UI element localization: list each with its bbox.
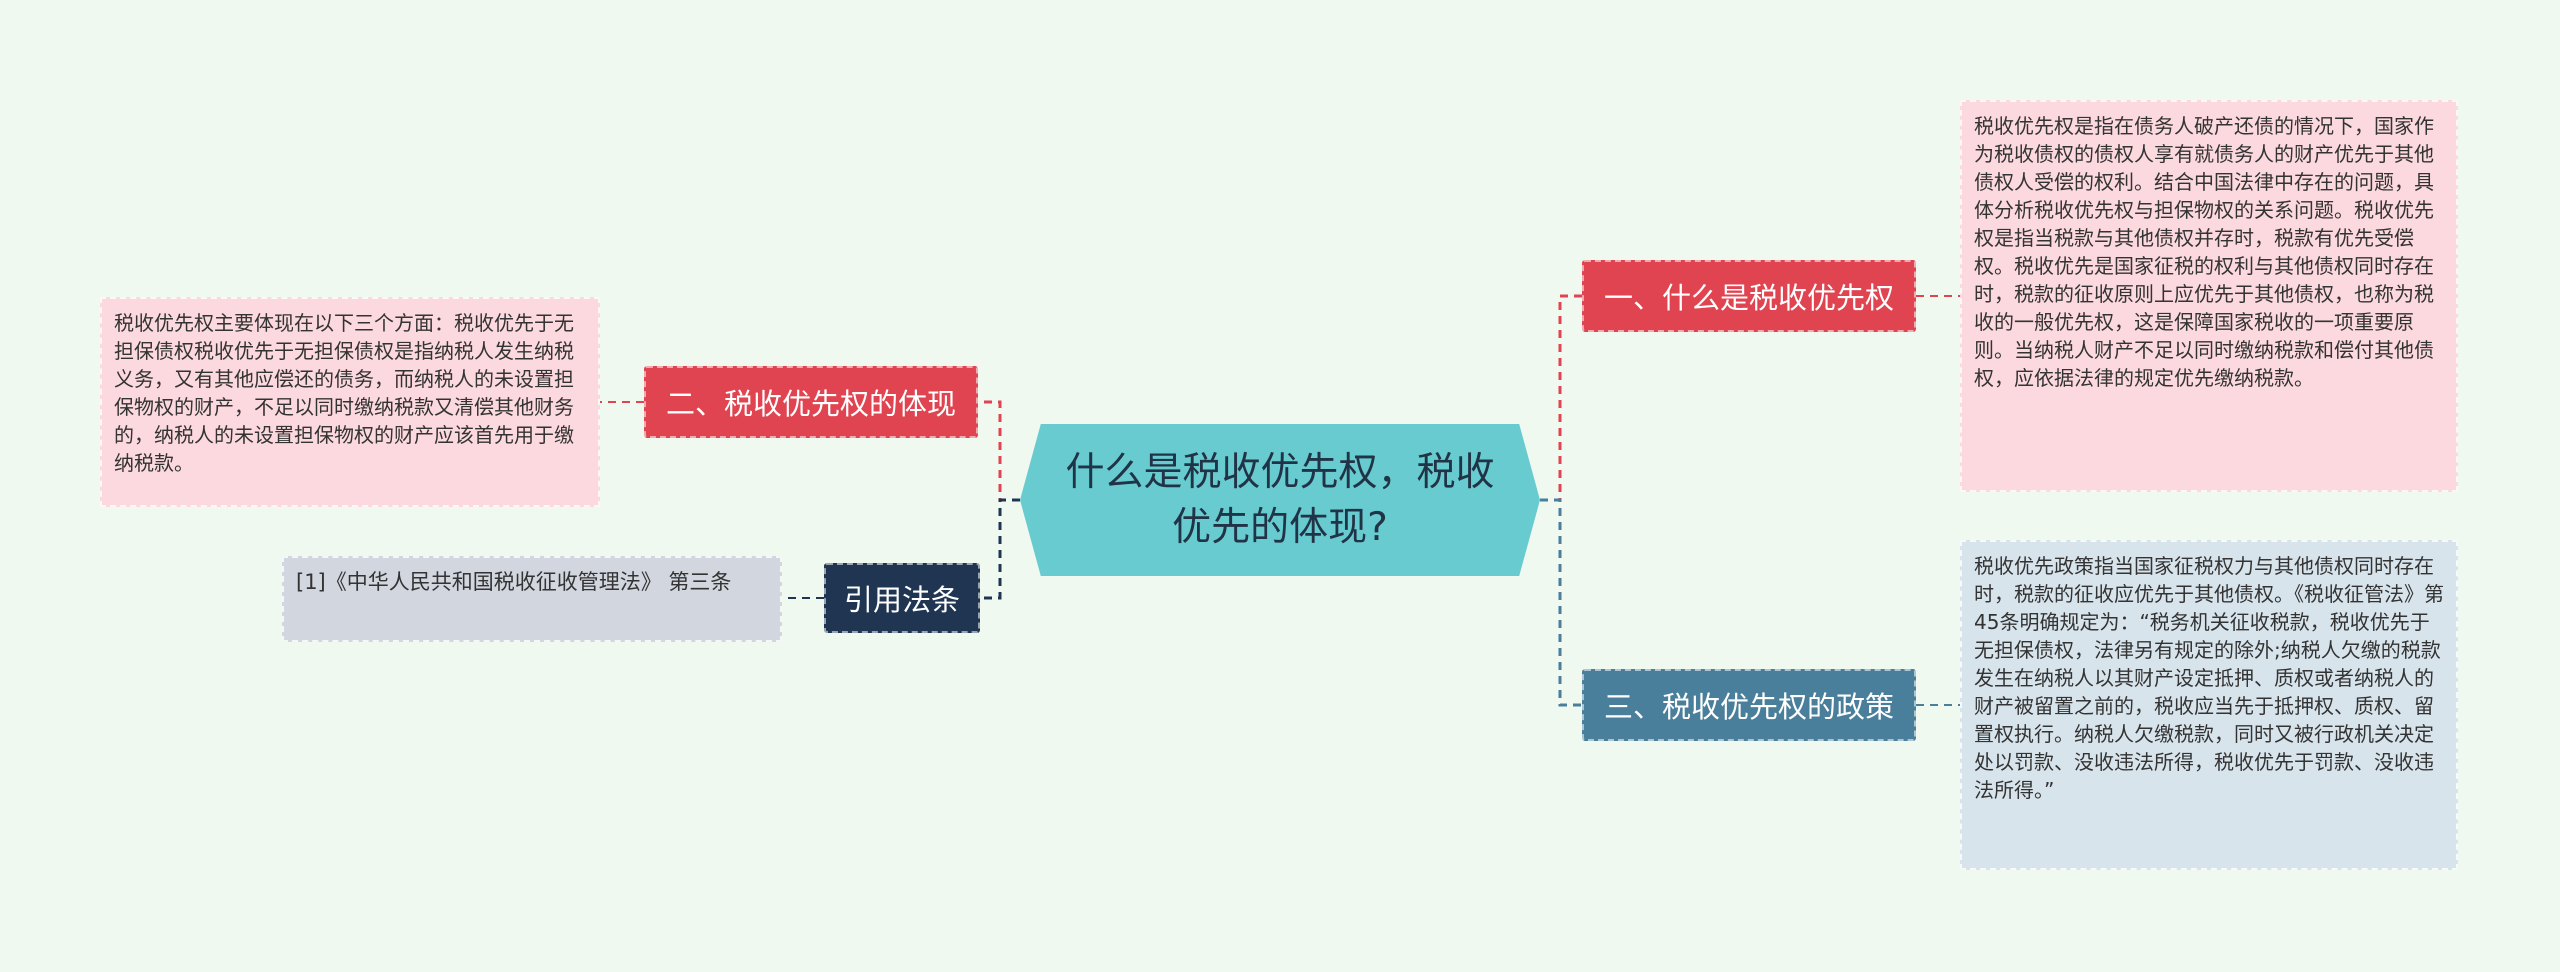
- connector-central-b3: [1540, 498, 1582, 707]
- leaf-law-citation[interactable]: [1]《中华人民共和国税收征收管理法》 第三条: [282, 556, 782, 642]
- connector-central-b2: [978, 400, 1020, 502]
- branch-label: 二、税收优先权的体现: [665, 387, 956, 421]
- central-topic-label: 什么是税收优先权，税收优先的体现?: [1065, 450, 1495, 550]
- branch-cited-law[interactable]: 引用法条: [824, 563, 980, 633]
- branch-what-is-tax-priority[interactable]: 一、什么是税收优先权: [1582, 260, 1916, 332]
- leaf-manifestation-text[interactable]: 税收优先权主要体现在以下三个方面：税收优先于无担保债权税收优先于无担保债权是指纳…: [100, 297, 600, 507]
- branch-label: 一、什么是税收优先权: [1603, 281, 1894, 315]
- connector-central-b4: [980, 498, 1020, 600]
- leaf-policy-text[interactable]: 税收优先政策指当国家征税权力与其他债权同时存在时，税款的征收应优先于其他债权。《…: [1960, 540, 2458, 870]
- connector-central-b1: [1540, 294, 1582, 502]
- branch-label: 三、税收优先权的政策: [1603, 690, 1894, 724]
- leaf-definition-text[interactable]: 税收优先权是指在债务人破产还债的情况下，国家作为税收债权的债权人享有就债务人的财…: [1960, 100, 2458, 492]
- central-topic[interactable]: 什么是税收优先权，税收优先的体现?: [1020, 424, 1540, 576]
- branch-tax-priority-manifestation[interactable]: 二、税收优先权的体现: [644, 366, 978, 438]
- branch-tax-priority-policy[interactable]: 三、税收优先权的政策: [1582, 669, 1916, 741]
- branch-label: 引用法条: [843, 583, 960, 617]
